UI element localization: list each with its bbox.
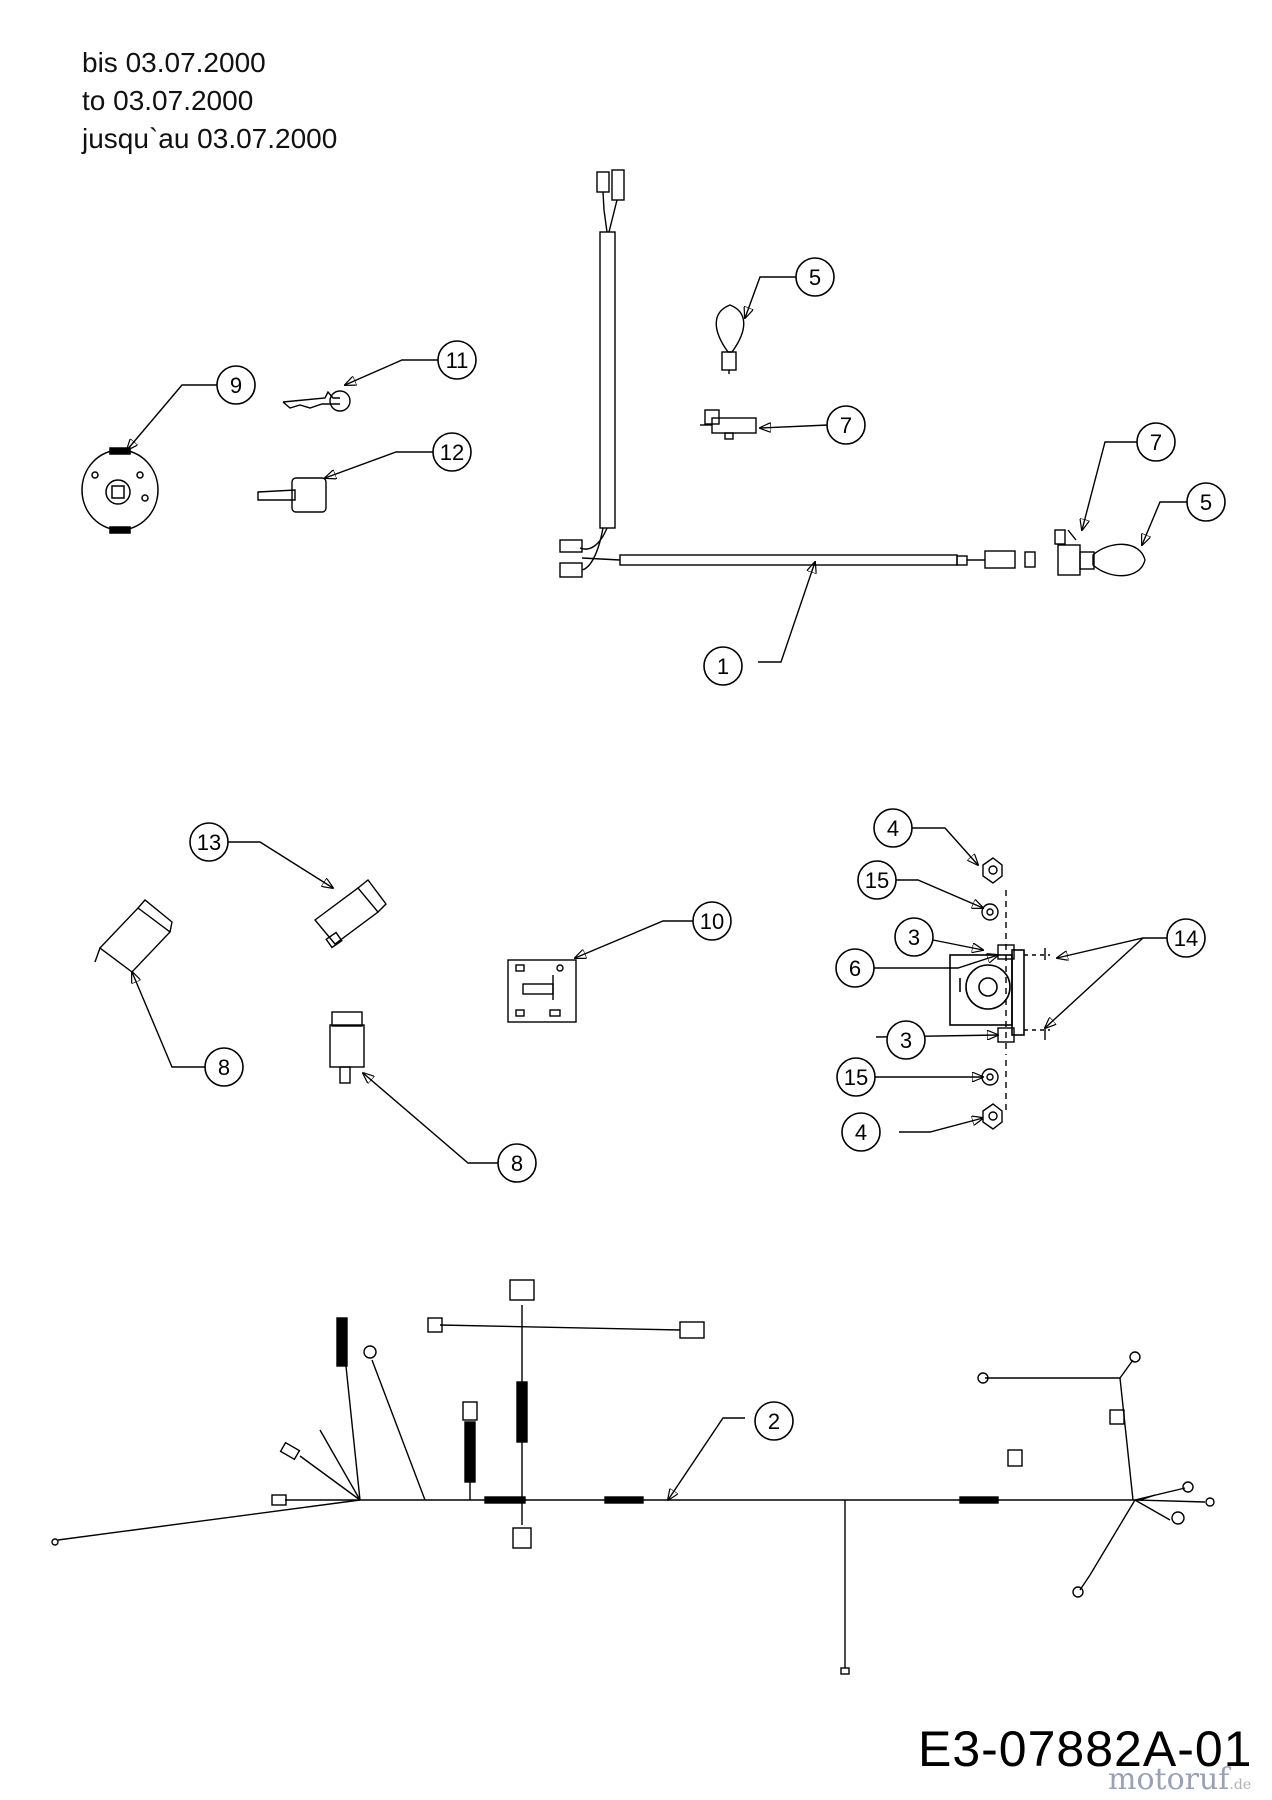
callout-4-upper (873, 808, 913, 848)
part-9-ignition-switch (81, 447, 159, 534)
callout-label: 8 (218, 1055, 230, 1080)
callout-label: 4 (887, 816, 899, 841)
callout-15-upper (857, 860, 897, 900)
part-12-key (257, 477, 327, 513)
part-2-main-harness (51, 1279, 1215, 1675)
callout-4-lower (841, 1112, 881, 1152)
part-10-sticker (507, 959, 577, 1023)
callout-label: 1 (717, 654, 729, 679)
callout-8-left (204, 1047, 244, 1087)
part-8-switch (94, 899, 365, 1084)
part-1-lighting-harness (559, 169, 1036, 578)
part-7-bulb-socket (700, 409, 1081, 576)
callout-3-lower (886, 1020, 926, 1060)
validity-line-de: bis 03.07.2000 (82, 47, 266, 78)
callout-label: 5 (1200, 490, 1212, 515)
validity-line-en: to 03.07.2000 (82, 85, 254, 116)
callout-bubbles (189, 257, 1226, 1441)
callout-label: 12 (440, 440, 464, 465)
callout-label: 3 (908, 925, 920, 950)
callout-label: 4 (855, 1120, 867, 1145)
callout-label: 15 (865, 868, 889, 893)
part-11-key (282, 390, 351, 412)
callout-7-upper (826, 405, 866, 445)
callout-2 (754, 1401, 794, 1441)
callout-label: 5 (809, 265, 821, 290)
callout-labels: 1 2 3 3 4 4 5 5 6 7 7 8 8 9 10 11 12 13 … (197, 265, 1212, 1434)
callout-label: 2 (768, 1409, 780, 1434)
callout-10 (692, 901, 732, 941)
callout-label: 11 (446, 348, 469, 373)
callout-label: 15 (844, 1065, 868, 1090)
callout-label: 7 (1150, 430, 1162, 455)
callout-5-right (1186, 482, 1226, 522)
callout-12 (432, 432, 472, 472)
watermark-text: motoruf (1108, 1762, 1230, 1797)
callout-label: 10 (700, 909, 724, 934)
callout-3-upper (894, 917, 934, 957)
watermark-logo: motoruf.de (1108, 1762, 1251, 1797)
document-number: E3-07882A-01 (918, 1721, 1253, 1777)
callout-15-lower (836, 1057, 876, 1097)
callout-6 (835, 948, 875, 988)
part-15-washer (981, 903, 999, 1086)
callout-label: 14 (1174, 926, 1198, 951)
callout-13 (189, 822, 229, 862)
callout-label: 13 (197, 830, 221, 855)
callout-label: 9 (230, 373, 242, 398)
callout-8-center (497, 1143, 537, 1183)
callout-5-upper (795, 257, 835, 297)
callout-label: 8 (511, 1151, 523, 1176)
leader-lines (127, 276, 1192, 1500)
callout-11 (437, 340, 477, 380)
callout-label: 7 (840, 413, 852, 438)
callout-14 (1166, 918, 1206, 958)
part-13-switch (313, 879, 387, 949)
part-4-nut (982, 857, 1003, 1130)
callout-9 (216, 365, 256, 405)
watermark-tld: .de (1229, 1777, 1252, 1793)
part-5-bulb (715, 304, 1146, 577)
validity-line-fr: jusqu`au 03.07.2000 (82, 123, 338, 154)
callout-label: 6 (849, 956, 861, 981)
callout-1 (703, 646, 743, 686)
part-6-solenoid (949, 949, 1050, 1036)
callout-label: 3 (900, 1028, 912, 1053)
callout-7-right (1136, 422, 1176, 462)
